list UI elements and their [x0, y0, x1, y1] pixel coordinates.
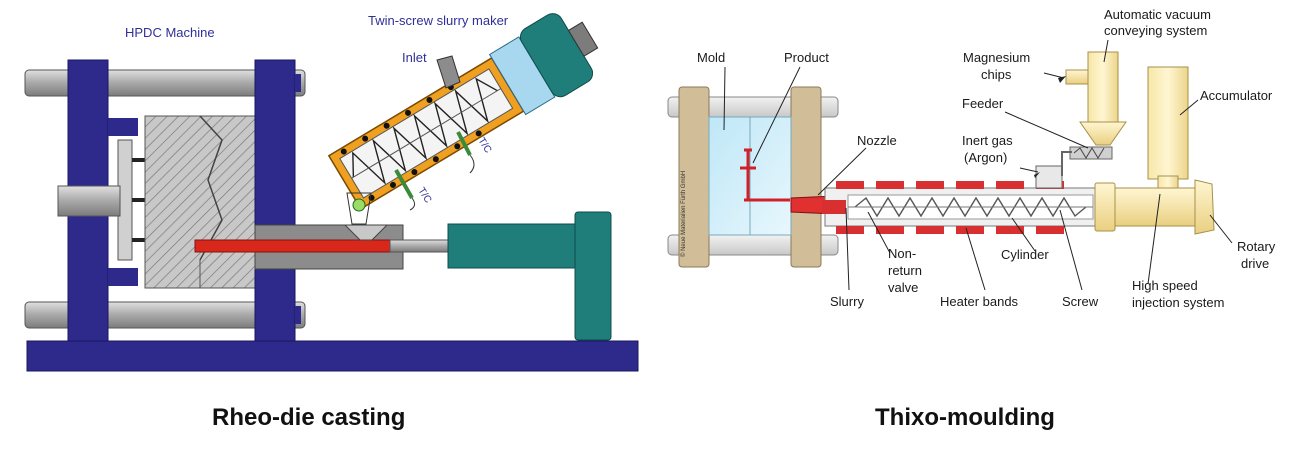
slurry-label: Slurry [830, 294, 864, 309]
pour-hole [343, 224, 389, 241]
tc-label-1: T/C [415, 186, 433, 205]
non-return-label-2: return [888, 263, 922, 278]
injection-system [1114, 187, 1196, 227]
heater-bands-label: Heater bands [940, 294, 1019, 309]
rotary-label-1: Rotary [1237, 239, 1276, 254]
machine-base [26, 340, 639, 372]
high-speed-label-1: High speed [1132, 278, 1198, 293]
non-return-label-1: Non- [888, 246, 916, 261]
mold-platen-right [790, 86, 822, 268]
cylinder-support [574, 211, 612, 341]
ejector-rod [57, 185, 121, 217]
nozzle-label: Nozzle [857, 133, 897, 148]
thermocouple-probe [456, 131, 472, 156]
die-parting-line [199, 115, 223, 261]
vacuum-conveying-system [1087, 51, 1119, 123]
platen-clamp [108, 118, 138, 136]
thixo-moulding-machine: © Neue Materialien Fürth GmbH Mold Produ… [667, 7, 1276, 310]
non-return-label-3: valve [888, 280, 918, 295]
magnesium-label-1: Magnesium [963, 50, 1030, 65]
accumulator [1147, 66, 1189, 180]
twin-screw-slurry-maker [327, 13, 599, 210]
rheo-die-casting-machine: HPDC Machine Twin-screw slurry maker Inl… [24, 13, 639, 372]
high-speed-label-2: injection system [1132, 295, 1224, 310]
hpdc-machine-label: HPDC Machine [125, 25, 215, 40]
auto-vacuum-label-2: conveying system [1104, 23, 1207, 38]
inlet-label: Inlet [402, 50, 427, 65]
rotary-label-2: drive [1241, 256, 1269, 271]
screw-label: Screw [1062, 294, 1099, 309]
twin-screw-label: Twin-screw slurry maker [368, 13, 509, 28]
accumulator-label: Accumulator [1200, 88, 1273, 103]
platen-clamp [108, 268, 138, 286]
thixo-moulding-caption: Thixo-moulding [875, 404, 1055, 431]
credit-label: © Neue Materialien Fürth GmbH [680, 171, 687, 257]
rotary-drive [1194, 179, 1215, 235]
slurry-outlet [352, 198, 366, 212]
fixed-platen [254, 59, 296, 342]
inert-gas-label-1: Inert gas [962, 133, 1013, 148]
mold-label: Mold [697, 50, 725, 65]
feeder-label: Feeder [962, 96, 1004, 111]
leader-lines [723, 39, 1233, 291]
cylinder-label: Cylinder [1001, 247, 1049, 262]
inert-gas-label-2: (Argon) [964, 150, 1007, 165]
thermocouple-probe [394, 169, 414, 199]
product-cavity [740, 148, 790, 202]
magnesium-label-2: chips [981, 67, 1012, 82]
auto-vacuum-label-1: Automatic vacuum [1104, 7, 1211, 22]
shot-cylinder [447, 223, 577, 269]
argon-inlet [1035, 165, 1063, 189]
product-label: Product [784, 50, 829, 65]
rheo-die-casting-caption: Rheo-die casting [212, 404, 406, 431]
molten-slurry-channel [194, 239, 391, 253]
inlet-hopper [436, 55, 461, 89]
